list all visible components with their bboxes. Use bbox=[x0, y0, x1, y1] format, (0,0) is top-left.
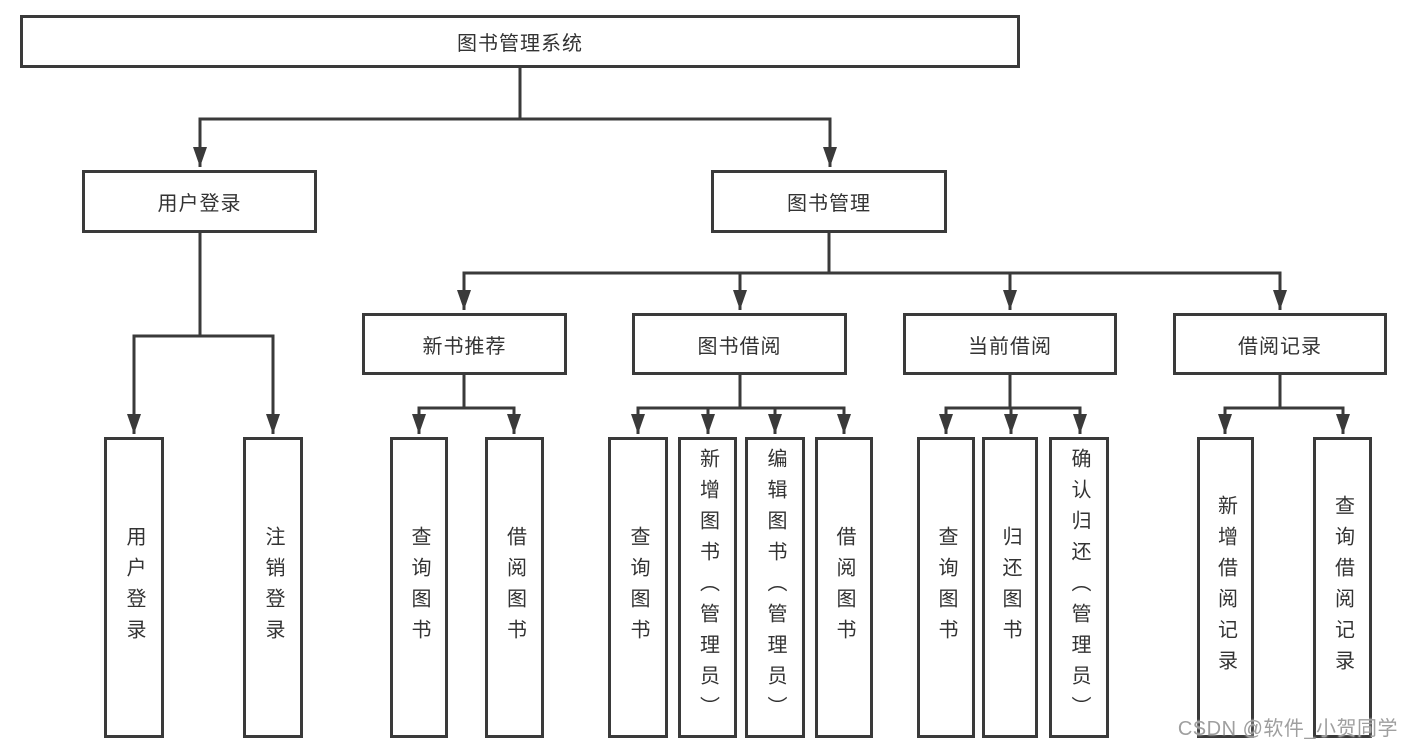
leaf-label: 查询图书 bbox=[627, 525, 649, 650]
leaf-label: 借阅图书 bbox=[503, 525, 526, 650]
leaf-add-book-admin: 新增图书（管理员） bbox=[678, 437, 737, 738]
node-book-management-branch: 图书管理 bbox=[711, 170, 947, 233]
leaf-label: 借阅图书 bbox=[833, 525, 855, 650]
leaf-logout: 注销登录 bbox=[243, 437, 303, 738]
leaf-query-borrow-record: 查询借阅记录 bbox=[1313, 437, 1372, 738]
leaf-borrow-books-recommend: 借阅图书 bbox=[485, 437, 544, 738]
node-current-borrowing: 当前借阅 bbox=[903, 313, 1117, 375]
node-new-book-recommendation: 新书推荐 bbox=[362, 313, 567, 375]
leaf-label: 查询图书 bbox=[408, 525, 430, 650]
leaf-label: 新增借阅记录 bbox=[1214, 494, 1237, 681]
leaf-query-books-current: 查询图书 bbox=[917, 437, 975, 738]
leaf-edit-book-admin: 编辑图书（管理员） bbox=[745, 437, 805, 738]
leaf-label: 查询图书 bbox=[935, 525, 957, 650]
leaf-label: 用户登录 bbox=[123, 525, 145, 650]
leaf-label: 查询借阅记录 bbox=[1331, 494, 1354, 681]
node-user-login-branch: 用户登录 bbox=[82, 170, 317, 233]
leaf-confirm-return-admin: 确认归还（管理员） bbox=[1049, 437, 1109, 738]
leaf-query-books-recommend: 查询图书 bbox=[390, 437, 448, 738]
csdn-watermark: CSDN @软件_小贺同学 bbox=[1177, 718, 1398, 740]
node-library-management-system: 图书管理系统 bbox=[20, 15, 1020, 68]
leaf-user-login: 用户登录 bbox=[104, 437, 164, 738]
leaf-label: 归还图书 bbox=[999, 525, 1021, 650]
leaf-label: 注销登录 bbox=[262, 525, 284, 650]
node-book-borrowing: 图书借阅 bbox=[632, 313, 847, 375]
leaf-label: 编辑图书（管理员） bbox=[764, 448, 786, 727]
leaf-add-borrow-record: 新增借阅记录 bbox=[1197, 437, 1254, 738]
leaf-label: 确认归还（管理员） bbox=[1068, 448, 1090, 727]
leaf-label: 新增图书（管理员） bbox=[696, 448, 719, 727]
node-borrowing-records: 借阅记录 bbox=[1173, 313, 1387, 375]
leaf-query-books-borrow: 查询图书 bbox=[608, 437, 668, 738]
leaf-return-books: 归还图书 bbox=[982, 437, 1038, 738]
leaf-borrow-books: 借阅图书 bbox=[815, 437, 873, 738]
